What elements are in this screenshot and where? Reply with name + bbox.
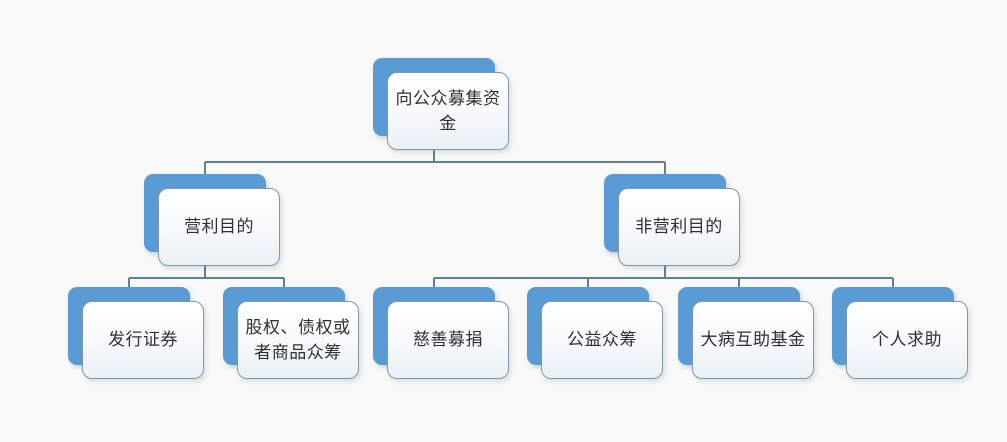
node-label: 个人求助 — [872, 330, 942, 350]
node-card: 公益众筹 — [541, 301, 663, 379]
node-issue-securities: 发行证券 — [68, 287, 204, 379]
node-for-profit: 营利目的 — [144, 174, 280, 266]
node-public-welfare-crowdfunding: 公益众筹 — [527, 287, 663, 379]
node-charity-fundraising: 慈善募捐 — [373, 287, 509, 379]
node-non-profit: 非营利目的 — [604, 174, 740, 266]
connector-root-branch — [204, 150, 666, 190]
node-root: 向公众募集资金 — [373, 58, 509, 150]
node-label: 慈善募捐 — [413, 330, 483, 350]
node-card: 慈善募捐 — [387, 301, 509, 379]
node-card: 向公众募集资金 — [387, 72, 509, 150]
node-card: 发行证券 — [82, 301, 204, 379]
node-card: 个人求助 — [846, 301, 968, 379]
node-personal-help: 个人求助 — [832, 287, 968, 379]
node-label: 向公众募集资金 — [395, 88, 501, 134]
node-label: 大病互助基金 — [700, 330, 806, 350]
node-label: 股权、债权或者商品众筹 — [245, 317, 351, 363]
node-card: 非营利目的 — [618, 188, 740, 266]
connector-nonprofit-branch — [433, 265, 894, 303]
node-label: 营利目的 — [184, 217, 254, 237]
node-card: 营利目的 — [158, 188, 280, 266]
node-illness-mutual-aid-fund: 大病互助基金 — [678, 287, 814, 379]
node-card: 股权、债权或者商品众筹 — [237, 301, 359, 379]
node-card: 大病互助基金 — [692, 301, 814, 379]
connector-profit-branch — [128, 265, 285, 303]
node-label: 非营利目的 — [635, 217, 723, 237]
node-label: 公益众筹 — [567, 330, 637, 350]
node-equity-debt-crowdfunding: 股权、债权或者商品众筹 — [223, 287, 359, 379]
node-label: 发行证券 — [108, 330, 178, 350]
